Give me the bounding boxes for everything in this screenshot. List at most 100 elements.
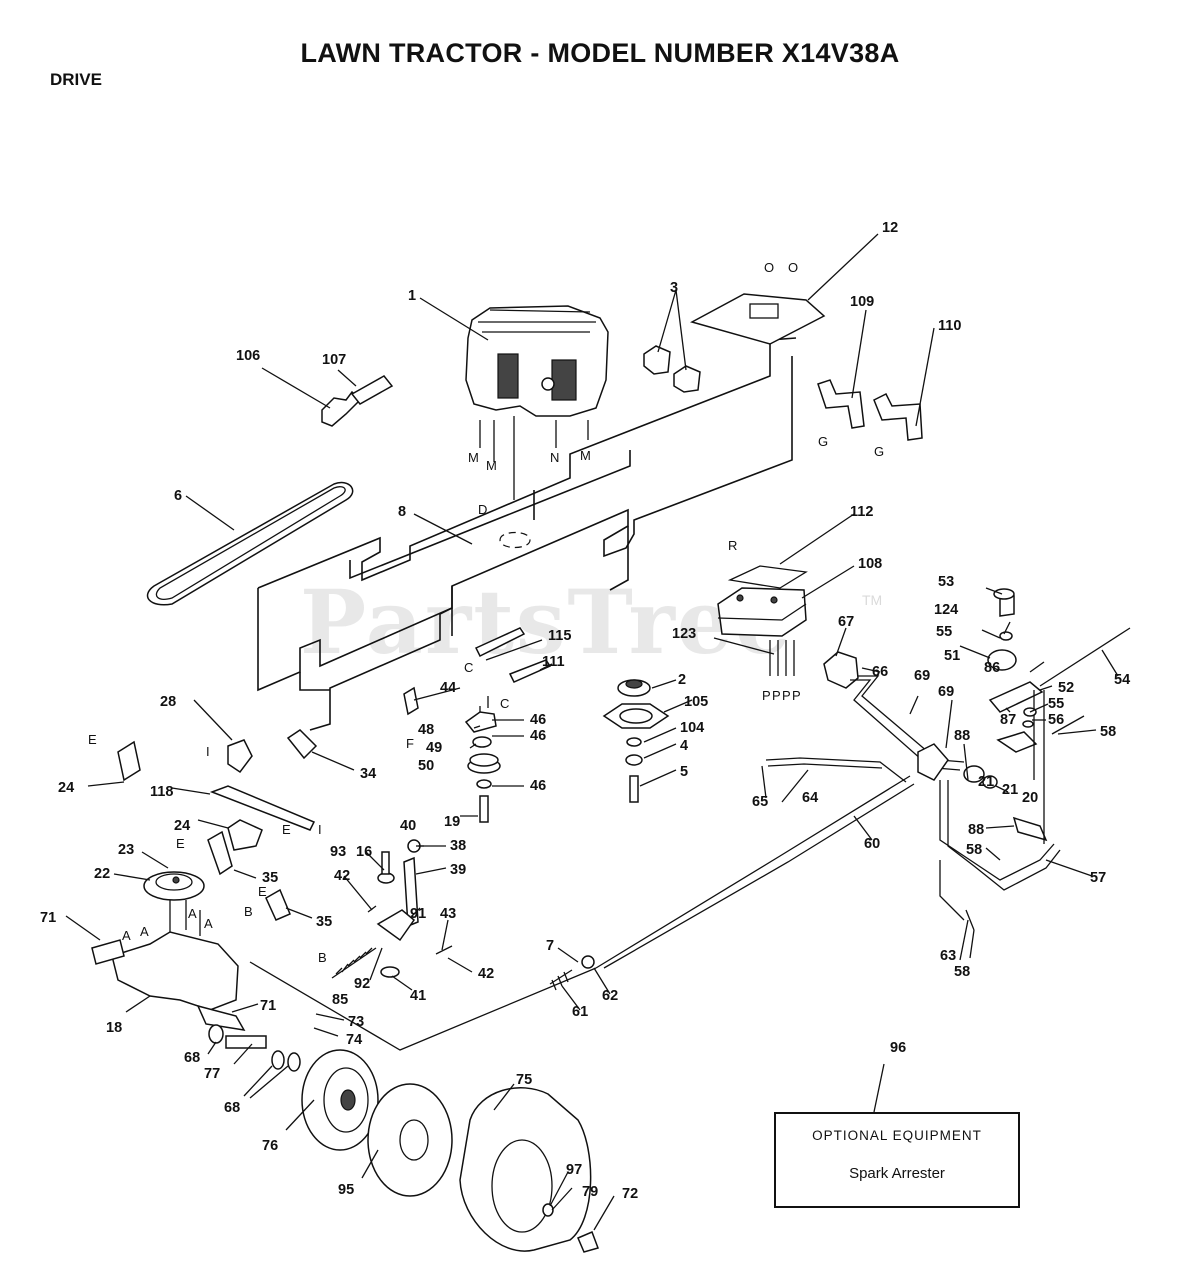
callout: 65: [752, 794, 768, 810]
callout: 61: [572, 1004, 588, 1020]
callout: 118: [150, 784, 173, 800]
pedal-bracket: [987, 588, 1045, 844]
callout: 46: [530, 728, 546, 744]
callout: 49: [426, 740, 442, 756]
callout: 108: [858, 556, 882, 572]
page-title: LAWN TRACTOR - MODEL NUMBER X14V38A: [300, 38, 900, 68]
callout: 88: [954, 728, 970, 744]
ref-letter: A: [122, 928, 131, 943]
callout: 40: [400, 818, 416, 834]
shift-rod: [249, 775, 915, 1051]
callout: 19: [444, 814, 460, 830]
callout: 24: [58, 780, 74, 796]
callout: 57: [1090, 870, 1106, 886]
callout: 60: [864, 836, 880, 852]
callout: 104: [680, 720, 704, 736]
callout: 7: [546, 938, 554, 954]
callout: 46: [530, 778, 546, 794]
callout: 24: [174, 818, 190, 834]
callout: 35: [262, 870, 278, 886]
ref-letter: R: [728, 538, 737, 553]
callout-labels: 1 2 3 4 5 6 7 8 12 16 18 19 20 21 21 22 …: [40, 220, 1130, 1202]
brake-linkage: [331, 839, 453, 979]
callout: 97: [566, 1162, 582, 1178]
callout: 39: [450, 862, 466, 878]
brake-rod-assembly: [765, 757, 1061, 931]
ref-letter: E: [88, 732, 97, 747]
callout: 92: [354, 976, 370, 992]
heat-shield-plate: [690, 293, 826, 345]
ref-letter: C: [500, 696, 509, 711]
ref-letter: I: [318, 822, 322, 837]
callout: 16: [356, 844, 372, 860]
watermark-tm: TM: [862, 592, 883, 608]
engine-pulley-assembly: [602, 679, 670, 803]
callout: 55: [1048, 696, 1064, 712]
callout: 73: [348, 1014, 364, 1030]
callout: 124: [934, 602, 958, 618]
ref-letter: M: [486, 458, 497, 473]
ref-letter: P: [762, 688, 771, 703]
callout: 71: [40, 910, 56, 926]
ref-letter: O: [764, 260, 774, 275]
callout: 53: [938, 574, 954, 590]
callout: 87: [1000, 712, 1016, 728]
optional-equipment-item: Spark Arrester: [849, 1165, 945, 1182]
ref-letter: A: [188, 906, 197, 921]
callout: 42: [478, 966, 494, 982]
ref-letter: N: [550, 450, 559, 465]
callout: 64: [802, 790, 818, 806]
chassis-frame: [257, 337, 797, 731]
left-brackets: [117, 729, 318, 851]
ref-letter: M: [468, 450, 479, 465]
callout: 105: [684, 694, 708, 710]
callout: 1: [408, 288, 416, 304]
callout: 95: [338, 1182, 354, 1198]
callout: 8: [398, 504, 406, 520]
rear-tire: [459, 1087, 592, 1252]
ref-letter: A: [204, 916, 213, 931]
brake-pedal-shaft: [823, 651, 1048, 842]
ref-letter: O: [788, 260, 798, 275]
callout: 58: [966, 842, 982, 858]
rear-wheel-hub: [301, 1049, 379, 1151]
callout: 23: [118, 842, 134, 858]
callout: 76: [262, 1138, 278, 1154]
callout: 42: [334, 868, 350, 884]
callout: 77: [204, 1066, 220, 1082]
callout: 2: [678, 672, 686, 688]
ref-letter: E: [282, 822, 291, 837]
drive-belt: [146, 481, 354, 606]
idler-pulley-assembly: [403, 686, 501, 823]
callout: 4: [680, 738, 688, 754]
callout: 93: [330, 844, 346, 860]
rear-wheel-rim: [367, 1083, 453, 1197]
ref-letter: B: [318, 950, 327, 965]
callout: 96: [890, 1040, 906, 1056]
callout: 85: [332, 992, 348, 1008]
fuel-hoses: [817, 379, 923, 441]
callout: 115: [548, 628, 571, 644]
callout: 67: [838, 614, 854, 630]
callout: 6: [174, 488, 182, 504]
callout: 63: [940, 948, 956, 964]
callout: 79: [582, 1184, 598, 1200]
callout: 38: [450, 838, 466, 854]
leader-lines: [65, 233, 1119, 1231]
ref-letter: G: [818, 434, 828, 449]
callout: 55: [936, 624, 952, 640]
callout: 71: [260, 998, 276, 1014]
callout: 43: [440, 906, 456, 922]
watermark: PartsTree: [300, 570, 793, 674]
callout: 69: [938, 684, 954, 700]
seat-mount: [717, 565, 808, 676]
callout: 75: [516, 1072, 532, 1088]
ref-letter: B: [244, 904, 253, 919]
engine: [465, 305, 609, 549]
callout: 69: [914, 668, 930, 684]
callout: 107: [322, 352, 346, 368]
callout: 28: [160, 694, 176, 710]
ref-letter: E: [258, 884, 267, 899]
callout: 74: [346, 1032, 362, 1048]
